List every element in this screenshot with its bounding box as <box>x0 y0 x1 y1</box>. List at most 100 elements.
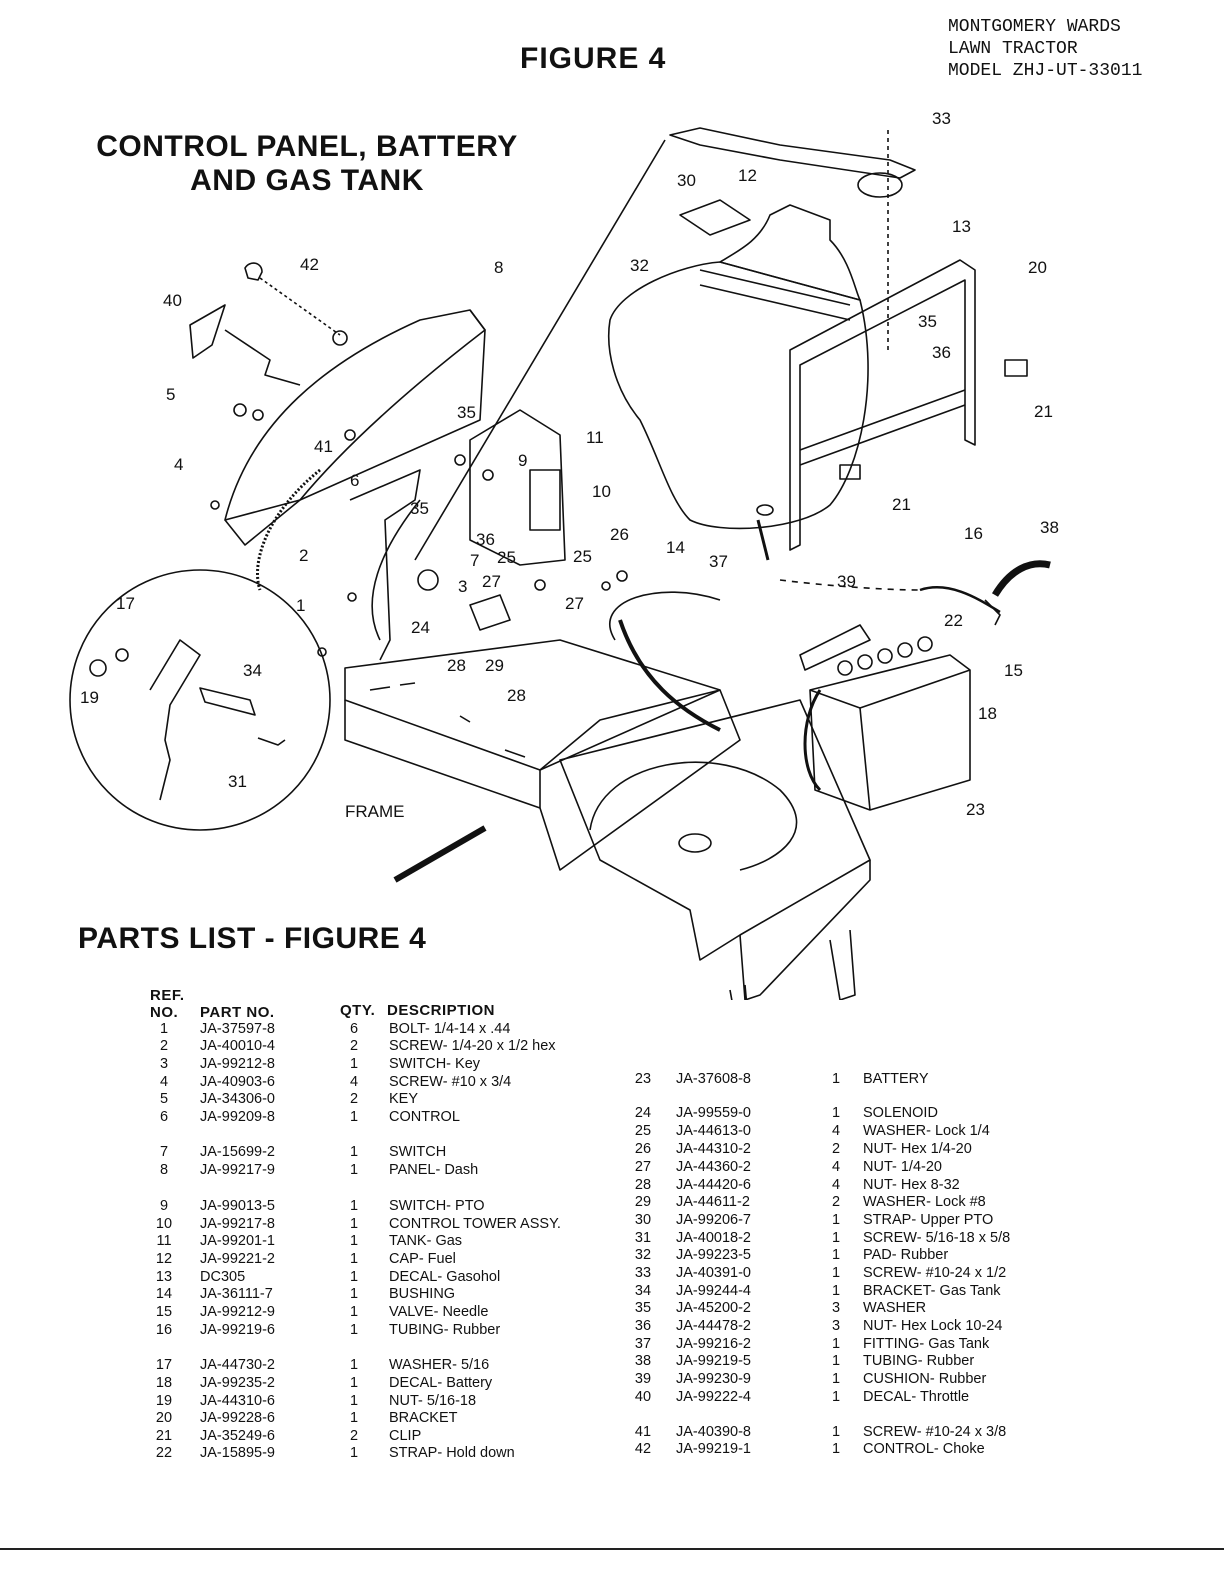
bushing <box>756 504 774 516</box>
parts-list-part-no: JA-44478-2 <box>676 1318 751 1334</box>
parts-list-ref-no: 42 <box>634 1441 652 1457</box>
callout-18: 18 <box>978 704 997 723</box>
callout-9: 9 <box>518 451 527 470</box>
parts-list-description: STRAP- Hold down <box>389 1445 515 1461</box>
callout-32: 32 <box>630 256 649 275</box>
parts-list-description: STRAP- Upper PTO <box>863 1212 994 1228</box>
detail-circle <box>69 569 331 831</box>
parts-list-ref-no: 35 <box>634 1300 652 1316</box>
parts-list-part-no: JA-99235-2 <box>200 1375 275 1391</box>
parts-list-quantity: 1 <box>350 1357 359 1373</box>
parts-list-ref-no: 30 <box>634 1212 652 1228</box>
fuel-cap <box>857 172 903 198</box>
parts-list-ref-no: 22 <box>155 1445 173 1461</box>
control-tower <box>469 409 566 566</box>
frame-circle-arc <box>589 761 798 871</box>
battery-strap <box>803 689 822 792</box>
callout-2: 2 <box>299 546 308 565</box>
callout-35b: 35 <box>457 403 476 422</box>
parts-list-description: NUT- Hex 8-32 <box>863 1177 960 1193</box>
parts-list-ref-no: 15 <box>155 1304 173 1320</box>
callout-29: 29 <box>485 656 504 675</box>
parts-list-quantity: 1 <box>832 1371 841 1387</box>
parts-list-quantity: 3 <box>832 1318 841 1334</box>
callout-42: 42 <box>300 255 319 274</box>
frame-outline <box>344 639 721 771</box>
callout-numbers: 33 30 12 13 20 32 8 42 40 35 36 21 5 35 … <box>80 109 1059 819</box>
callout-5: 5 <box>166 385 175 404</box>
needle-valve <box>984 599 1001 626</box>
figure-title: FIGURE 4 <box>520 42 667 75</box>
parts-list-ref-no: 2 <box>159 1038 169 1054</box>
choke-knob <box>244 262 263 281</box>
control-bracket <box>349 469 421 661</box>
parts-list-description: KEY <box>389 1091 419 1107</box>
parts-list-title: PARTS LIST - FIGURE 4 <box>78 922 427 955</box>
parts-list-quantity: 1 <box>350 1109 359 1125</box>
model-info-line: LAWN TRACTOR <box>948 39 1078 59</box>
parts-list-part-no: JA-99217-9 <box>200 1162 275 1178</box>
dash-panel-bottom <box>224 499 301 546</box>
parts-list-quantity: 1 <box>832 1441 841 1457</box>
battery-wire <box>609 591 721 641</box>
battery-cap <box>837 660 853 676</box>
diagram-linework <box>69 127 1051 1000</box>
callout-38: 38 <box>1040 518 1059 537</box>
parts-list-ref-no: 29 <box>634 1194 652 1210</box>
detail-washer <box>89 659 107 677</box>
parts-list-part-no: JA-99219-5 <box>676 1353 751 1369</box>
callout-7: 7 <box>470 551 479 570</box>
parts-list-quantity: 1 <box>832 1212 841 1228</box>
frame-axle <box>393 825 487 883</box>
throttle-decal-leader <box>224 329 301 386</box>
parts-list-ref-no: 8 <box>159 1162 169 1178</box>
section-title-line: AND GAS TANK <box>190 164 424 197</box>
parts-list-quantity: 2 <box>832 1141 841 1157</box>
hardware-nut <box>482 469 494 481</box>
hardware-washer <box>252 409 264 421</box>
parts-list-description: NUT- Hex 1/4-20 <box>863 1141 972 1157</box>
parts-list-part-no: JA-99217-8 <box>200 1216 275 1232</box>
control-tower-plate <box>529 469 561 531</box>
parts-list-description: SCREW- 5/16-18 x 5/8 <box>863 1230 1011 1246</box>
callout-27b: 27 <box>565 594 584 613</box>
callout-20: 20 <box>1028 258 1047 277</box>
parts-list-quantity: 1 <box>350 1162 359 1178</box>
parts-list-description: CLIP <box>389 1428 422 1444</box>
parts-list-ref-no: 23 <box>634 1071 652 1087</box>
parts-list-part-no: JA-44730-2 <box>200 1357 275 1373</box>
parts-list-quantity: 1 <box>832 1230 841 1246</box>
choke-cable <box>259 277 341 336</box>
column-header-ref-line: REF. <box>150 987 185 1004</box>
parts-list-ref-no: 21 <box>155 1428 173 1444</box>
parts-list-part-no: JA-99228-6 <box>200 1410 275 1426</box>
parts-list-part-no: JA-44611-2 <box>676 1194 750 1210</box>
parts-list-part-no: JA-40391-0 <box>676 1265 751 1281</box>
parts-list-quantity: 1 <box>350 1410 359 1426</box>
parts-list-quantity: 1 <box>350 1233 359 1249</box>
detail-bracket <box>149 639 201 801</box>
parts-list-part-no: JA-36111-7 <box>200 1286 273 1302</box>
parts-list-ref-no: 37 <box>634 1336 652 1352</box>
parts-list-description: SCREW- 1/4-20 x 1/2 hex <box>389 1038 556 1054</box>
dash-panel <box>224 309 486 521</box>
parts-list-quantity: 1 <box>832 1071 841 1087</box>
hardware-screw <box>347 592 357 602</box>
parts-list-part-no: JA-99222-4 <box>676 1389 751 1405</box>
parts-list-ref-no: 16 <box>155 1322 173 1338</box>
column-header-part: PART NO. <box>200 1004 275 1021</box>
frame-leg-right <box>829 929 856 1000</box>
parts-list-part-no: JA-99201-1 <box>200 1233 275 1249</box>
parts-list-description: SWITCH- Key <box>389 1056 481 1072</box>
